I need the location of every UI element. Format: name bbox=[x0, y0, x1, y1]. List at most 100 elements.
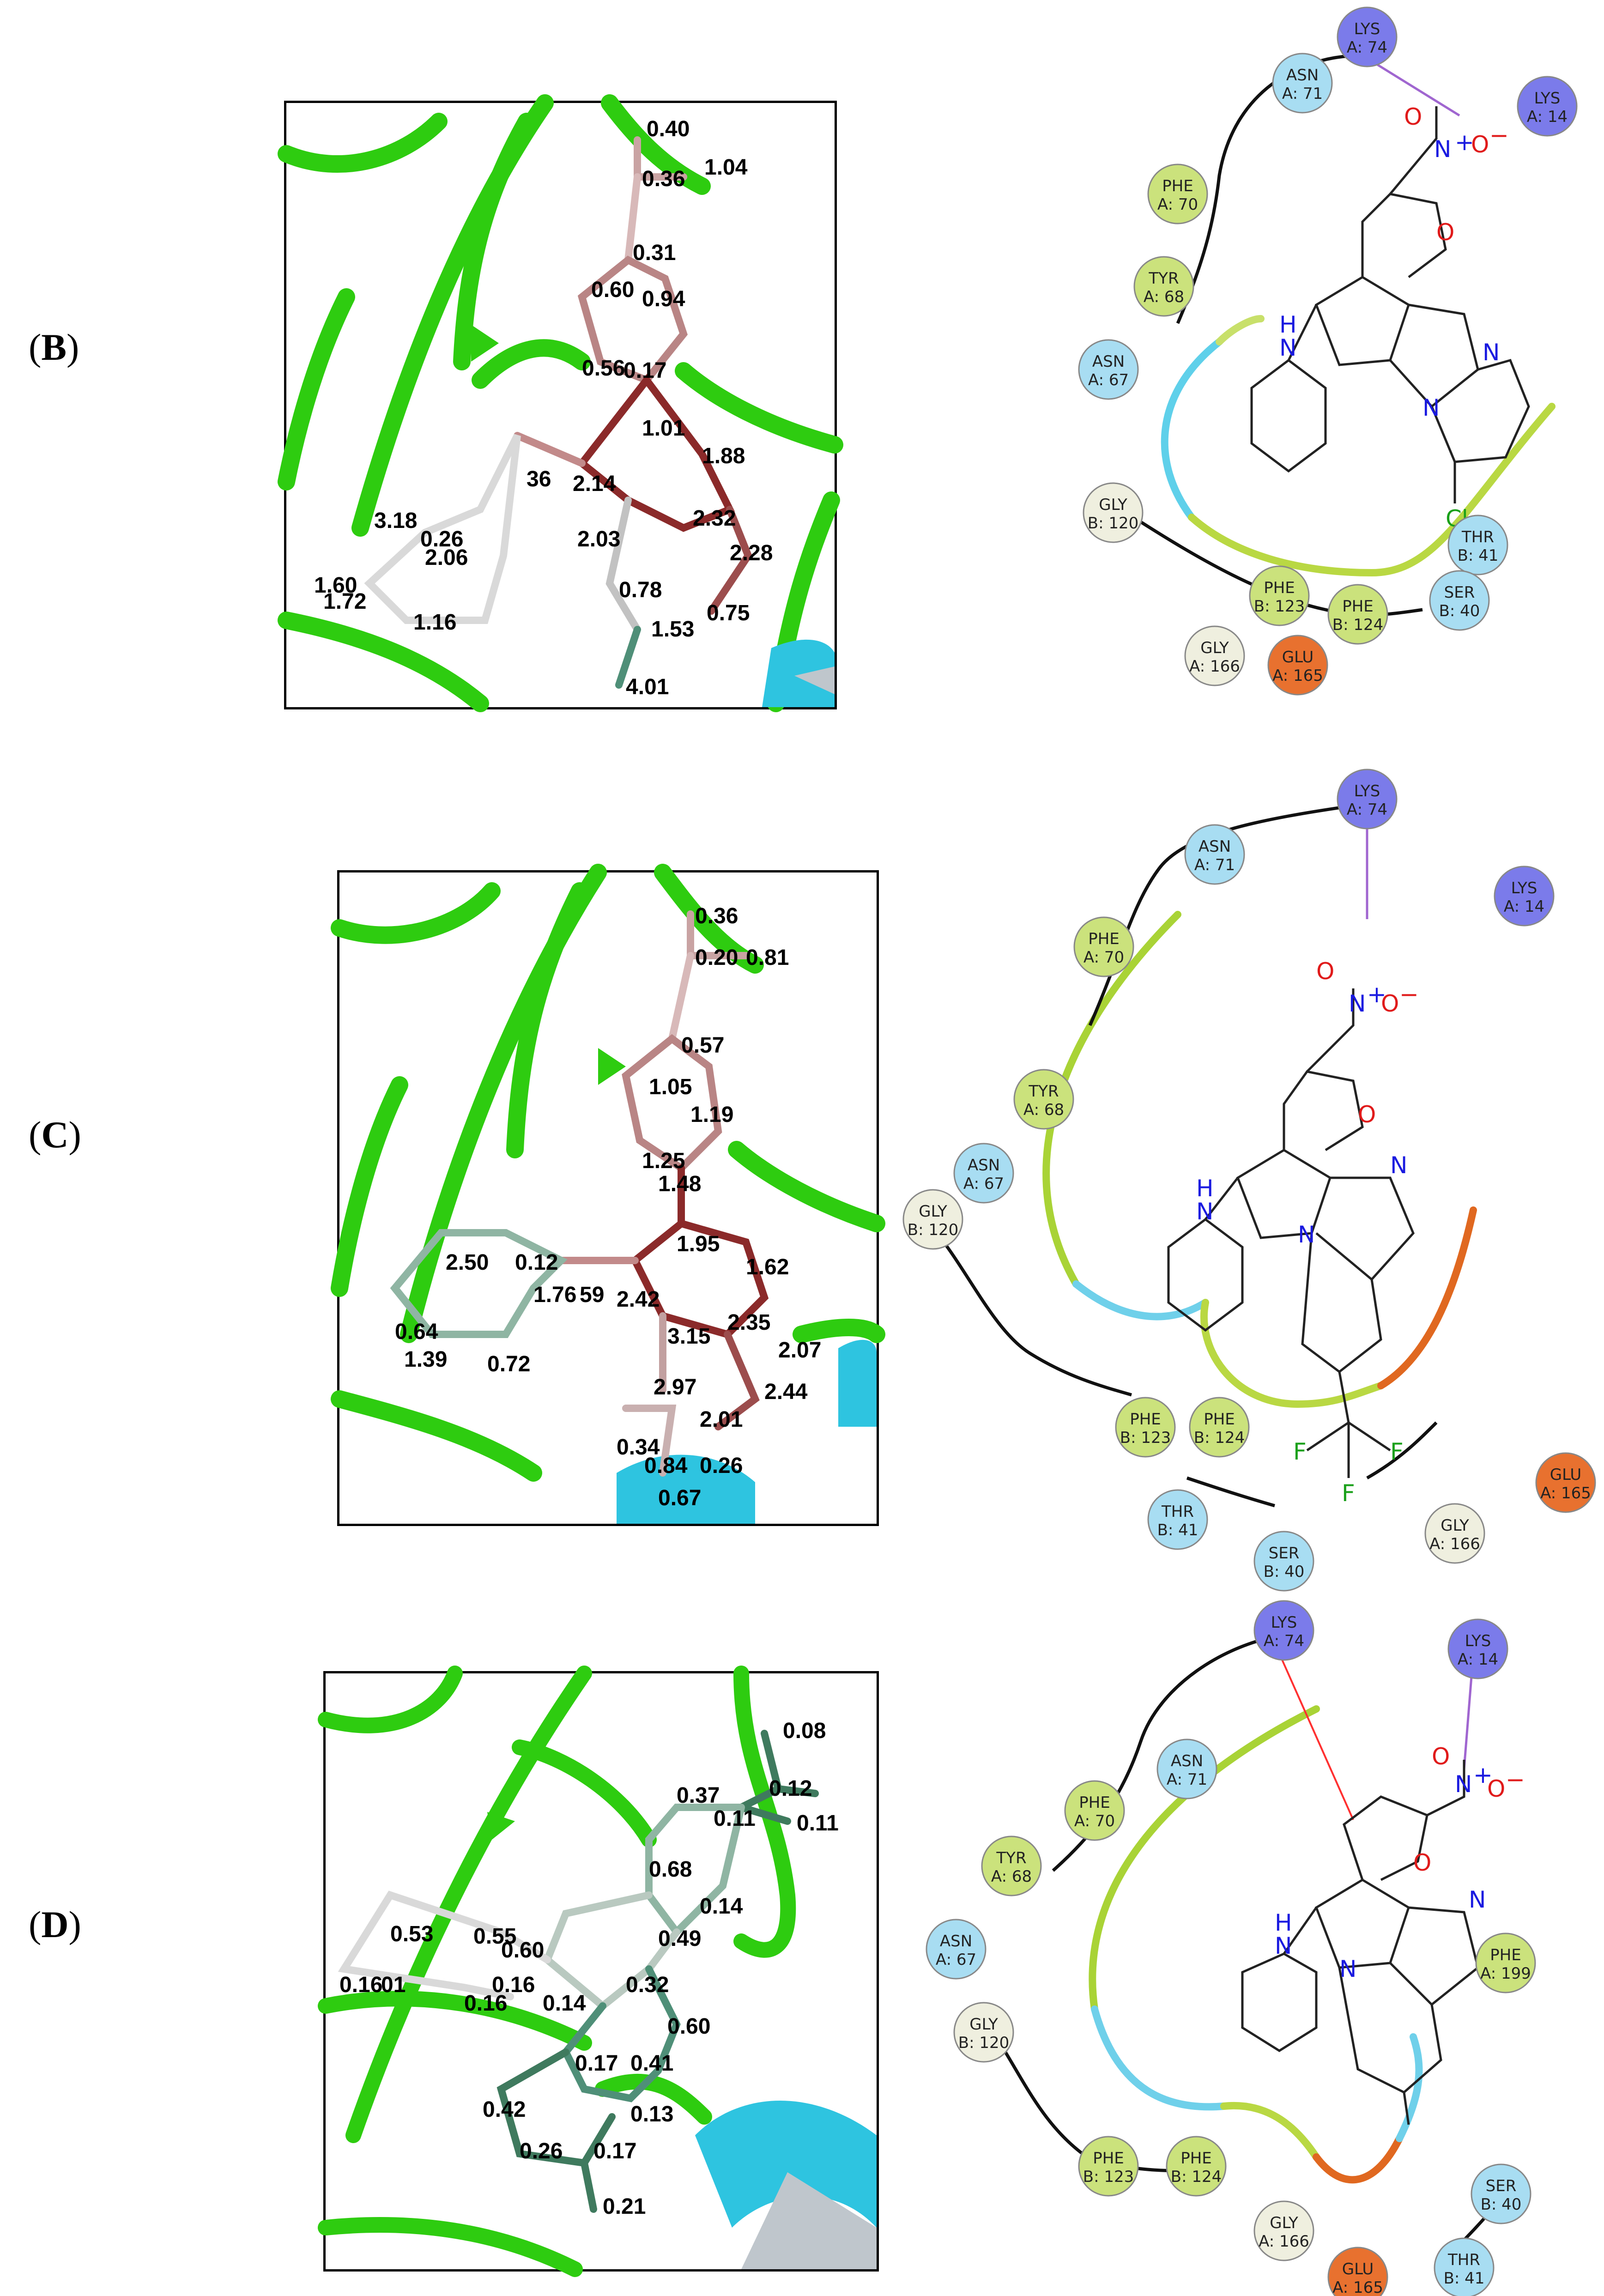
charge-value: 0.31 bbox=[633, 241, 676, 265]
charge-value: 1.62 bbox=[746, 1255, 789, 1279]
charge-value: 59 bbox=[580, 1283, 604, 1307]
charge-value: 0.42 bbox=[483, 2097, 526, 2122]
residue-bubble bbox=[1447, 515, 1508, 576]
residue-name: GLY bbox=[1200, 639, 1229, 657]
charge-value: 2.28 bbox=[730, 541, 773, 565]
residue-name: LYS bbox=[1271, 1613, 1297, 1632]
residue-bubble bbox=[902, 1189, 963, 1250]
residue-id: A: 166 bbox=[1189, 657, 1240, 676]
charge-value: 0.14 bbox=[700, 1894, 743, 1919]
ligand-2d-c bbox=[1167, 988, 1415, 1478]
residue-name: ASN bbox=[940, 1932, 972, 1951]
residue-name: GLU bbox=[1550, 1466, 1581, 1484]
residue-bubble bbox=[1471, 2163, 1531, 2224]
residue-name: TYR bbox=[996, 1849, 1026, 1867]
charge-value: 01 bbox=[381, 1973, 406, 1997]
residue-id: A: 67 bbox=[936, 1951, 976, 1969]
residue-name: LYS bbox=[1534, 89, 1561, 108]
residue-name: SER bbox=[1269, 1544, 1300, 1563]
residue-id: B: 40 bbox=[1439, 602, 1480, 620]
charge-value: 0.32 bbox=[626, 1973, 669, 1997]
charge-value: 0.13 bbox=[630, 2102, 673, 2126]
backbone-path-c bbox=[932, 802, 1438, 1508]
residue-id: B: 124 bbox=[1171, 2168, 1222, 2186]
residue-bubble bbox=[1166, 2136, 1227, 2197]
residue-name: LYS bbox=[1465, 1632, 1491, 1650]
residue-bubble bbox=[1078, 2136, 1139, 2197]
ligand-sticks-c bbox=[390, 910, 769, 1477]
substituent-label: F bbox=[1293, 1438, 1307, 1465]
residue-bubble bbox=[1078, 339, 1139, 400]
helix-cyan-b bbox=[762, 639, 835, 707]
substituent-label: F bbox=[1390, 1438, 1404, 1465]
charge-value: 0.17 bbox=[623, 358, 666, 383]
residue-name: TYR bbox=[1148, 269, 1179, 288]
charge-value: 0.64 bbox=[395, 1320, 438, 1344]
charge-value: 2.01 bbox=[700, 1407, 743, 1432]
charge-value: 36 bbox=[527, 467, 551, 491]
charge-value: 2.44 bbox=[764, 1380, 808, 1404]
charge-value: 1.95 bbox=[677, 1232, 720, 1256]
helix-cyan-c2 bbox=[617, 1454, 755, 1524]
atom-label: O bbox=[1404, 103, 1422, 130]
charge-value: 0.14 bbox=[543, 1991, 586, 2016]
molecule-3d-svg-d: 0.08 0.37 0.12 0.11 0.11 0.68 0.14 0.49 … bbox=[318, 1666, 877, 2277]
charge-value: 0.11 bbox=[797, 1811, 839, 1836]
residue-id: B: 124 bbox=[1194, 1429, 1245, 1447]
residue-bubble bbox=[1156, 1739, 1217, 1799]
residue-id: B: 41 bbox=[1444, 2269, 1485, 2288]
helix-grey-b bbox=[794, 666, 835, 694]
charge-value: 0.60 bbox=[667, 2014, 710, 2039]
residue-name: GLU bbox=[1342, 2260, 1374, 2278]
residue-bubble bbox=[1327, 584, 1388, 645]
residue-bubble bbox=[1494, 866, 1555, 927]
charge-value: 2.07 bbox=[778, 1338, 821, 1363]
residue-id: A: 70 bbox=[1083, 948, 1124, 967]
residue-bubble bbox=[1267, 635, 1328, 696]
residue-name: GLY bbox=[919, 1202, 947, 1221]
atom-label: O bbox=[1471, 131, 1489, 158]
charge-value: 0.34 bbox=[617, 1435, 660, 1460]
residue-bubble bbox=[1184, 824, 1245, 885]
charge-value: 0.16 bbox=[339, 1973, 382, 1997]
residue-name: GLU bbox=[1282, 648, 1313, 666]
residue-id: A: 67 bbox=[1088, 371, 1129, 389]
residue-bubble bbox=[1184, 625, 1245, 686]
residue-name: PHE bbox=[1079, 1793, 1110, 1812]
residue-name: GLY bbox=[1270, 2214, 1298, 2232]
atom-label: N bbox=[1339, 1956, 1356, 1982]
residue-bubble bbox=[1073, 916, 1134, 977]
residue-bubble bbox=[1189, 1397, 1250, 1458]
residue-id: A: 68 bbox=[1144, 288, 1184, 306]
residue-id: A: 67 bbox=[963, 1175, 1004, 1193]
molecule-3d-view-c: 0.36 0.20 0.81 0.57 1.05 1.19 1.25 1.48 … bbox=[331, 864, 885, 1526]
charge-value: 2.14 bbox=[573, 472, 616, 496]
residue-name: GLY bbox=[1099, 496, 1127, 514]
charge-value: 0.20 bbox=[695, 945, 738, 970]
charge-value: 1.72 bbox=[323, 589, 366, 614]
residue-bubble bbox=[1517, 76, 1578, 137]
molecule-3d-svg-b: 0.40 1.04 0.36 0.31 0.60 0.94 0.56 0.17 … bbox=[278, 94, 843, 712]
protein-ribbons-c bbox=[331, 864, 885, 1482]
residue-bubble bbox=[1013, 1069, 1074, 1130]
residue-name: PHE bbox=[1342, 597, 1374, 616]
charge-value: 0.21 bbox=[603, 2194, 646, 2219]
charge-value: 1.60 bbox=[314, 573, 357, 598]
residue-id: A: 71 bbox=[1282, 85, 1323, 103]
